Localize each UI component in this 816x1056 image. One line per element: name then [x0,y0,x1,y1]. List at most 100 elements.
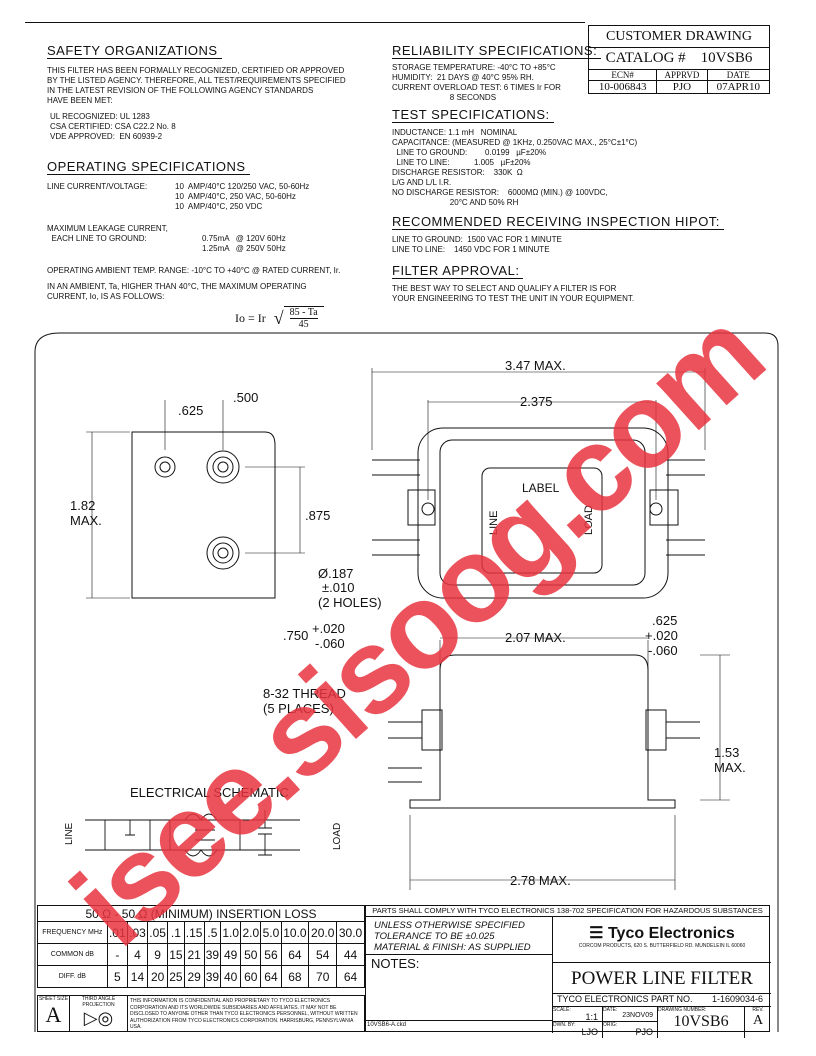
loss-common-cell: 4 [126,943,149,966]
electrical-schematic [85,810,300,857]
side-view [86,400,305,599]
sheet-size-label: SHEET SIZE [38,996,69,1002]
company-address: CORCOM PRODUCTS, 620 S. BUTTERFIELD RD. … [578,943,746,949]
loss-freq-cell: .01 [106,921,128,944]
loss-diff-cell: 64 [336,965,365,988]
reliability-title: RELIABILITY SPECIFICATIONS: [392,43,602,59]
loss-common-cell: 39 [203,943,222,966]
dim-625b-tol-minus: -.060 [648,643,678,658]
loss-diff-cell: 20 [147,965,169,988]
loss-common-cell: 54 [308,943,338,966]
loss-diff-cell: 25 [167,965,185,988]
dim-750-tol-plus: +.020 [312,621,345,636]
confidential-notice: THIS INFORMATION IS CONFIDENTIAL AND PRO… [130,998,358,1030]
rev-label: REV. [752,1007,764,1013]
hipot-body: LINE TO GROUND: 1500 VAC FOR 1 MINUTE LI… [392,235,562,254]
drawing-frame [34,332,779,1032]
loss-diff-cell: 64 [260,965,282,988]
notes-label: NOTES: [371,956,420,971]
file-name: 10VSB6-A.ckd [366,1020,552,1029]
derating-formula: Io = Ir √ 85 - Ta 45 [235,306,324,330]
loss-diff-cell: 68 [280,965,310,988]
formula-lhs: Io = Ir [235,310,266,325]
loss-freq-cell: 2.0 [240,921,262,944]
common-label: COMMON dB [37,943,108,966]
loss-freq-cell: .03 [126,921,149,944]
loss-diff-cell: 29 [183,965,205,988]
ambient-text: IN AN AMBIENT, Ta, HIGHER THAN 40°C, THE… [47,282,307,301]
apprvd-value: PJO [656,80,708,94]
reliability-body: STORAGE TEMPERATURE: -40°C TO +85°C HUMI… [392,63,561,102]
approval-body: THE BEST WAY TO SELECT AND QUALIFY A FIL… [392,284,635,303]
line-current-label: LINE CURRENT/VOLTAGE: [47,182,148,191]
loss-diff-cell: 39 [203,965,222,988]
loss-common-cell: 56 [260,943,282,966]
top-view [371,368,706,599]
dim-500: .500 [233,390,258,405]
loss-diff-cell: 60 [240,965,262,988]
safety-section: SAFETY ORGANIZATIONS THIS FILTER HAS BEE… [47,42,346,142]
temp-range: OPERATING AMBIENT TEMP. RANGE: -10°C TO … [47,266,341,275]
scale-value: 1:1 [585,1012,598,1022]
customer-drawing-block: CUSTOMER DRAWING CATALOG # 10VSB6 ECN#AP… [587,25,771,94]
test-title: TEST SPECIFICATIONS: [392,107,554,123]
load-text: LOAD [583,505,595,535]
safety-title: SAFETY ORGANIZATIONS [47,43,222,59]
loss-common-cell: 64 [280,943,310,966]
front-view [388,637,730,890]
hazardous-compliance: PARTS SHALL COMPLY WITH TYCO ELECTRONICS… [366,906,769,917]
dim-278: 2.78 MAX. [510,873,571,888]
loss-freq-cell: .15 [183,921,205,944]
hipot-title: RECOMMENDED RECEIVING INSPECTION HIPOT: [392,214,724,230]
dim-153: 1.53 [714,745,739,760]
formula-numerator: 85 - Ta [289,307,318,319]
orig-value: PJO [635,1027,653,1037]
sheet-size: A [45,1002,62,1027]
projection-label: THIRD ANGLE PROJECTION [81,996,116,1008]
orig-label: ORIG: [603,1022,618,1028]
loss-diff-cell: 40 [220,965,242,988]
test-body: INDUCTANCE: 1.1 mH NOMINAL CAPACITANCE: … [392,128,638,207]
operating-section: OPERATING SPECIFICATIONS LINE CURRENT/VO… [47,158,387,330]
dim-153-max: MAX. [714,760,746,775]
hole-count: (2 HOLES) [318,595,382,610]
scale-label: SCALE: [553,1007,571,1013]
dim-182: 1.82 [70,498,95,513]
hole-tol: ±.010 [322,580,354,595]
loss-freq-cell: 5.0 [260,921,282,944]
part-label: TYCO ELECTRONICS PART NO. [557,994,693,1004]
catalog-label: CATALOG # [605,50,686,66]
tolerance-note: UNLESS OTHERWISE SPECIFIED TOLERANCE TO … [374,920,531,953]
thread-spec: 8-32 THREAD [263,686,346,701]
loss-common-cell: 50 [240,943,262,966]
loss-common-cell: 44 [336,943,365,966]
company-name: Tyco Electronics [607,925,735,942]
thread-count: (5 PLACES) [263,701,334,716]
date-label-footer: DATE: [603,1007,618,1013]
tyco-logo-icon: ☰ [589,925,608,942]
drawing-number: 10VSB6 [673,1013,729,1030]
loss-freq-cell: .05 [147,921,169,944]
loss-common-cell: - [106,943,128,966]
formula-denominator: 45 [298,319,309,330]
safety-body: THIS FILTER HAS BEEN FORMALLY RECOGNIZED… [47,66,346,105]
schematic-line: LINE [64,822,75,845]
loss-diff-cell: 5 [106,965,128,988]
loss-freq-cell: 30.0 [336,921,365,944]
dwn-by-value: LJO [581,1027,598,1037]
agency-list: UL RECOGNIZED: UL 1283 CSA CERTIFIED: CS… [50,112,176,141]
leakage-label: MAXIMUM LEAKAGE CURRENT, EACH LINE TO GR… [47,224,168,243]
dim-750-tol-minus: -.060 [315,636,345,651]
operating-title: OPERATING SPECIFICATIONS [47,159,250,175]
loss-diff-cell: 70 [308,965,338,988]
third-angle-projection-icon: ▷◎ [83,1008,114,1028]
loss-common-cell: 9 [147,943,169,966]
ecn-value: 10-006843 [587,80,658,94]
loss-common-cell: 15 [167,943,185,966]
dim-875: .875 [305,508,330,523]
catalog-number: 10VSB6 [700,50,753,66]
loss-common-cell: 21 [183,943,205,966]
dim-2375: 2.375 [520,394,553,409]
date-value-footer: 23NOV09 [622,1012,653,1019]
